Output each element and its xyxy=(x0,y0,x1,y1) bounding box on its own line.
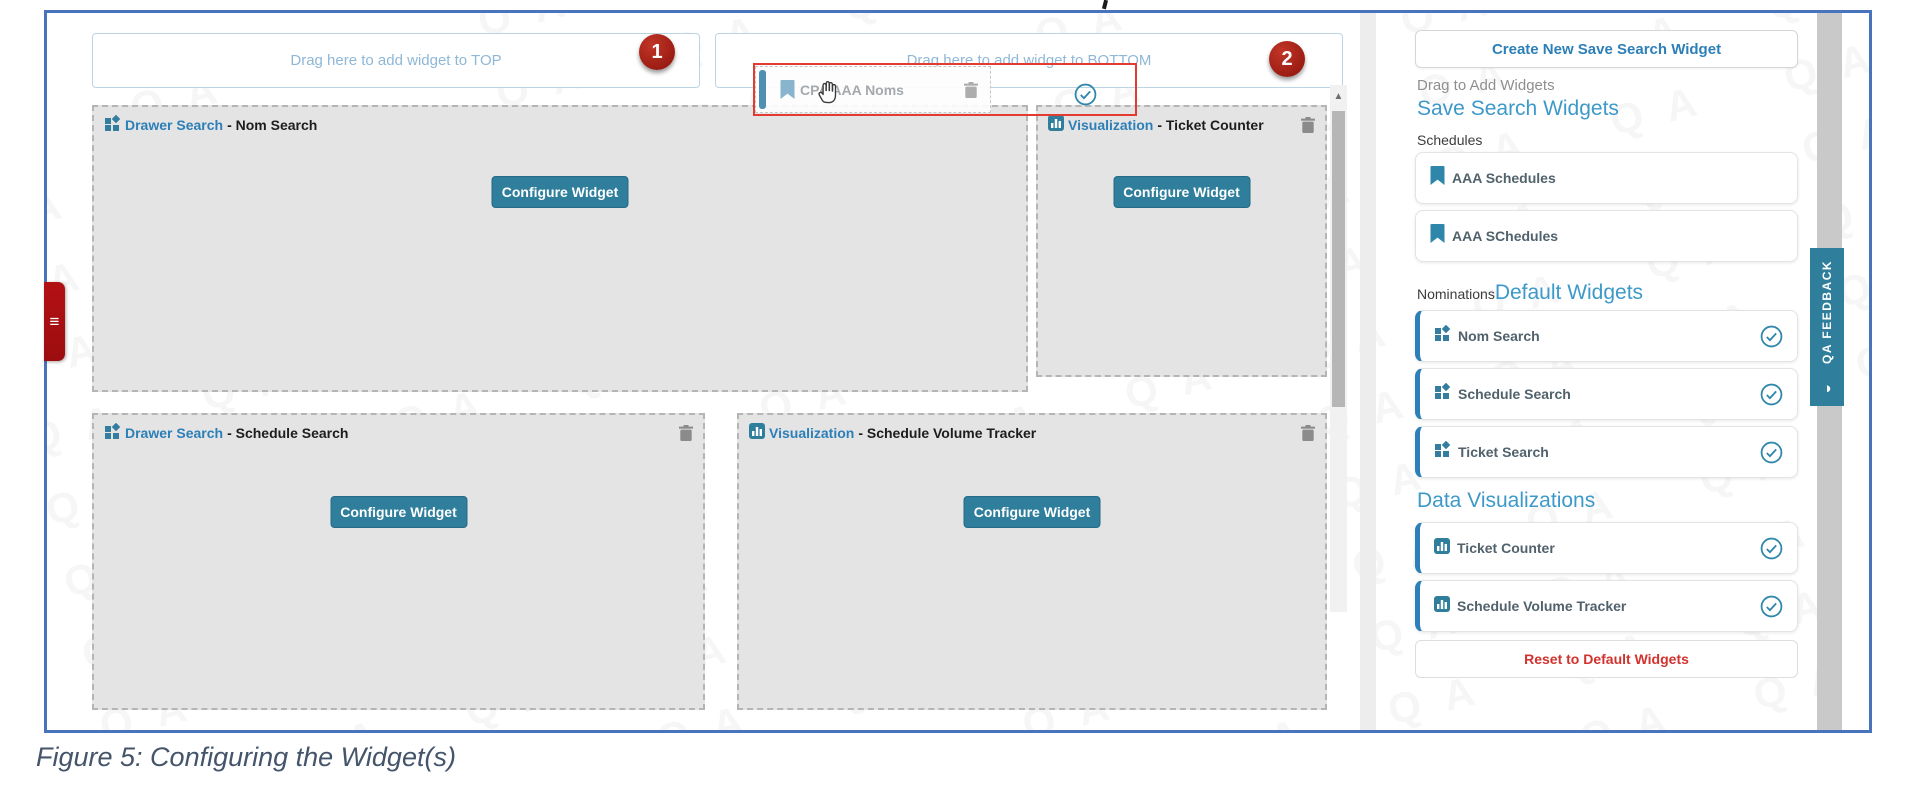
widget-type-label: Visualization xyxy=(769,424,855,441)
sidebar-card-schedule-volume-tracker[interactable]: Schedule Volume Tracker xyxy=(1415,580,1798,632)
qa-feedback-tab[interactable]: QA FEEDBACK ◑ xyxy=(1810,248,1844,406)
configure-widget-button[interactable]: Configure Widget xyxy=(1113,176,1250,208)
configure-widget-button[interactable]: Configure Widget xyxy=(330,496,467,528)
visualization-icon xyxy=(1434,595,1450,617)
cropped-text-fragment xyxy=(1101,0,1109,10)
widget-type-label: Visualization xyxy=(1068,116,1154,133)
widget-added-check-icon[interactable] xyxy=(1760,537,1783,560)
qa-feedback-label: QA FEEDBACK xyxy=(1820,259,1834,365)
widget-type-label: Drawer Search xyxy=(125,425,224,441)
widget-panel-header: Visualization - Schedule Volume Tracker xyxy=(739,415,1325,450)
drawer-search-icon xyxy=(104,422,121,443)
bookmark-icon xyxy=(780,80,795,99)
figure-caption: Figure 5: Configuring the Widget(s) xyxy=(36,742,456,772)
visualization-icon xyxy=(1434,537,1450,559)
callout-badge-1: 1 xyxy=(639,34,675,70)
schedules-label: Schedules xyxy=(1417,132,1483,148)
sidebar-card-ticket-search[interactable]: Ticket Search xyxy=(1415,426,1798,478)
widget-panel-ticket-counter: Visualization - Ticket Counter Configure… xyxy=(1036,105,1327,377)
widget-name-label: - Nom Search xyxy=(227,117,318,133)
sidebar-card-aaa-schedules[interactable]: AAA Schedules xyxy=(1415,152,1798,204)
configure-widget-button[interactable]: Configure Widget xyxy=(491,176,629,208)
bookmark-icon xyxy=(1430,166,1445,190)
widget-panel-nom-search: Drawer Search - Nom Search Configure Wid… xyxy=(92,105,1028,392)
delete-widget-icon[interactable] xyxy=(1301,116,1315,133)
sidebar-card-nom-search[interactable]: Nom Search xyxy=(1415,310,1798,362)
create-save-search-widget-button[interactable]: Create New Save Search Widget xyxy=(1415,30,1798,68)
bookmark-icon xyxy=(1430,224,1445,248)
card-label: Schedule Volume Tracker xyxy=(1457,598,1627,614)
widget-panel-header: Drawer Search - Schedule Search xyxy=(94,415,703,451)
drag-to-add-hint: Drag to Add Widgets xyxy=(1417,77,1555,94)
scrollbar-thumb[interactable] xyxy=(1332,111,1345,407)
nominations-label: Nominations xyxy=(1417,286,1495,302)
widget-panel-schedule-search: Drawer Search - Schedule Search Configur… xyxy=(92,413,705,710)
card-label: AAA Schedules xyxy=(1452,170,1556,186)
card-label: Schedule Search xyxy=(1458,386,1571,402)
widget-panel-header: Drawer Search - Nom Search xyxy=(94,107,1026,143)
widget-added-check-icon[interactable] xyxy=(1760,441,1783,464)
delete-widget-icon[interactable] xyxy=(679,425,693,441)
drawer-search-icon xyxy=(1434,440,1451,463)
visualization-icon xyxy=(1048,115,1064,134)
drawer-search-icon xyxy=(1434,382,1451,405)
feedback-contrast-icon: ◑ xyxy=(1822,380,1832,397)
sidebar-card-schedule-search[interactable]: Schedule Search xyxy=(1415,368,1798,420)
delete-widget-icon[interactable] xyxy=(964,81,978,98)
widget-name-label: - Schedule Volume Tracker xyxy=(858,424,1037,441)
widget-name-label: - Ticket Counter xyxy=(1157,116,1264,133)
reset-default-widgets-button[interactable]: Reset to Default Widgets xyxy=(1415,640,1798,678)
scroll-up-icon[interactable]: ▲ xyxy=(1333,91,1344,102)
widget-panel-schedule-volume-tracker: Visualization - Schedule Volume Tracker … xyxy=(737,413,1327,710)
default-widgets-heading: Default Widgets xyxy=(1494,281,1644,304)
widget-name-label: - Schedule Search xyxy=(227,425,349,441)
dragged-widget-card[interactable]: CPA AAA Noms xyxy=(755,66,991,113)
dashboard-scrollbar[interactable]: ▲ xyxy=(1330,85,1347,612)
drawer-flyout-tab[interactable]: ≡ xyxy=(44,282,65,361)
delete-widget-icon[interactable] xyxy=(1301,424,1315,441)
widget-added-check-icon xyxy=(1074,83,1097,106)
widget-added-check-icon[interactable] xyxy=(1760,325,1783,348)
data-visualizations-heading: Data Visualizations xyxy=(1417,489,1596,512)
dropzone-top-label: Drag here to add widget to TOP xyxy=(290,52,502,69)
card-label: Nom Search xyxy=(1458,328,1540,344)
widget-added-check-icon[interactable] xyxy=(1760,595,1783,618)
hand-cursor-icon xyxy=(814,78,841,110)
drawer-search-icon xyxy=(104,114,121,135)
sidebar-card-ticket-counter[interactable]: Ticket Counter xyxy=(1415,522,1798,574)
widget-panel-header: Visualization - Ticket Counter xyxy=(1038,107,1325,142)
panel-divider xyxy=(1360,13,1376,730)
callout-badge-2: 2 xyxy=(1269,41,1305,77)
card-label: Ticket Search xyxy=(1458,444,1549,460)
card-label: AAA SChedules xyxy=(1452,228,1559,244)
drawer-search-icon xyxy=(1434,324,1451,347)
sidebar-card-aaa-schedules-2[interactable]: AAA SChedules xyxy=(1415,210,1798,262)
dropzone-top[interactable]: Drag here to add widget to TOP xyxy=(92,33,700,88)
configure-widget-button[interactable]: Configure Widget xyxy=(963,496,1101,528)
visualization-icon xyxy=(749,423,765,442)
hamburger-icon: ≡ xyxy=(49,311,60,331)
save-search-widgets-heading: Save Search Widgets xyxy=(1417,97,1619,120)
widget-added-check-icon[interactable] xyxy=(1760,383,1783,406)
widget-type-label: Drawer Search xyxy=(125,117,224,133)
drag-accent-bar xyxy=(759,70,766,109)
card-label: Ticket Counter xyxy=(1457,540,1555,556)
